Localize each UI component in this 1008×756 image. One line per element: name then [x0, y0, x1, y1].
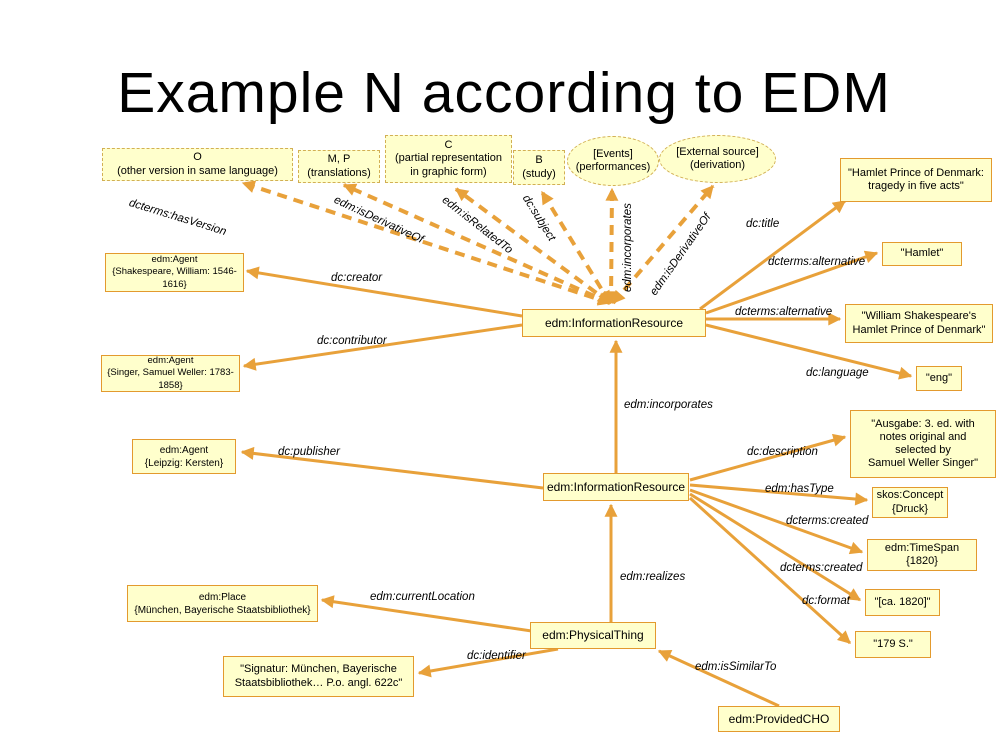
node-information-resource-1: edm:InformationResource [522, 309, 706, 337]
edge-label-incorporates-top: edm:incorporates [622, 203, 634, 292]
literal-eng: "eng" [916, 366, 962, 391]
edge-label-realizes: edm:realizes [620, 571, 686, 583]
edge-line-description [689, 433, 847, 482]
edge-line-creator [245, 266, 523, 318]
node-b: B (study) [513, 150, 565, 185]
edge-label-title: dc:title [746, 218, 780, 230]
node-information-resource-2: edm:InformationResource [543, 473, 689, 501]
literal-pages: "179 S." [855, 631, 931, 658]
literal-ausgabe: "Ausgabe: 3. ed. with notes original and… [850, 410, 996, 478]
node-c: C (partial representation in graphic for… [385, 135, 512, 183]
edge-label-format: dc:format [802, 595, 850, 607]
edge-label-created-1: dcterms:created [786, 515, 869, 527]
edge-line-hasversion [241, 180, 612, 306]
edge-line-created-1 [689, 488, 864, 555]
edge-label-language: dc:language [806, 367, 869, 379]
edge-line-contributor [242, 323, 523, 371]
edge-line-hastype [689, 483, 869, 506]
node-agent-leipzig: edm:Agent {Leipzig: Kersten} [132, 439, 236, 474]
edge-label-hastype: edm:hasType [765, 483, 834, 495]
edge-line-currentlocation [320, 595, 546, 635]
edge-line-identifier [417, 647, 559, 678]
edge-label-description: dc:description [747, 446, 818, 458]
edge-line-isderivativeof [342, 183, 612, 305]
literal-william-shakespeares: "William Shakespeare's Hamlet Prince of … [845, 304, 993, 343]
slide-title: Example N according to EDM [117, 61, 891, 125]
edge-line-alternative-1 [705, 250, 879, 315]
literal-ca-1820: "[ca. 1820]" [865, 589, 940, 616]
edge-line-created-2 [689, 492, 862, 602]
node-provided-cho: edm:ProvidedCHO [718, 706, 840, 732]
node-place: edm:Place {München, Bayerische Staatsbib… [127, 585, 318, 622]
literal-hamlet: "Hamlet" [882, 242, 962, 266]
node-o: O (other version in same language) [102, 148, 293, 181]
edge-label-alternative-1: dcterms:alternative [768, 256, 866, 268]
literal-signatur: "Signatur: München, Bayerische Staatsbib… [223, 656, 414, 697]
node-mp: M, P (translations) [298, 150, 380, 183]
edge-line-isrelatedto [454, 187, 612, 305]
node-physical-thing: edm:PhysicalThing [530, 622, 656, 649]
node-agent-singer: edm:Agent {Singer, Samuel Weller: 1783-1… [101, 355, 240, 392]
edge-label-publisher: dc:publisher [278, 446, 341, 458]
edge-line-title [699, 199, 847, 311]
node-skos-concept: skos:Concept {Druck} [872, 487, 948, 518]
edge-line-format [688, 496, 852, 645]
edge-line-subject [540, 190, 612, 305]
edge-line-isderivativeof-ext [611, 184, 715, 305]
edge-label-currentlocation: edm:currentLocation [370, 591, 475, 603]
edge-line-language [705, 323, 913, 380]
node-events: [Events] (performances) [567, 136, 659, 186]
edge-line-publisher [240, 446, 544, 490]
edge-line-issimilarto [657, 649, 780, 708]
edge-label-incorporates-mid: edm:incorporates [624, 399, 713, 411]
edge-label-created-2: dcterms:created [780, 562, 863, 574]
node-external-source: [External source] (derivation) [659, 135, 776, 183]
edge-label-contributor: dc:contributor [317, 335, 387, 347]
edge-label-alternative-2: dcterms:alternative [735, 306, 833, 318]
literal-hamlet-title: "Hamlet Prince of Denmark: tragedy in fi… [840, 158, 992, 202]
edge-label-issimilarto: edm:isSimilarTo [695, 661, 777, 673]
node-agent-shakespeare: edm:Agent {Shakespeare, William: 1546-16… [105, 253, 244, 292]
node-timespan: edm:TimeSpan {1820} [867, 539, 977, 571]
edge-line-incorporates-top [604, 187, 619, 305]
edge-label-identifier: dc:identifier [467, 650, 526, 662]
edge-label-creator: dc:creator [331, 272, 383, 284]
